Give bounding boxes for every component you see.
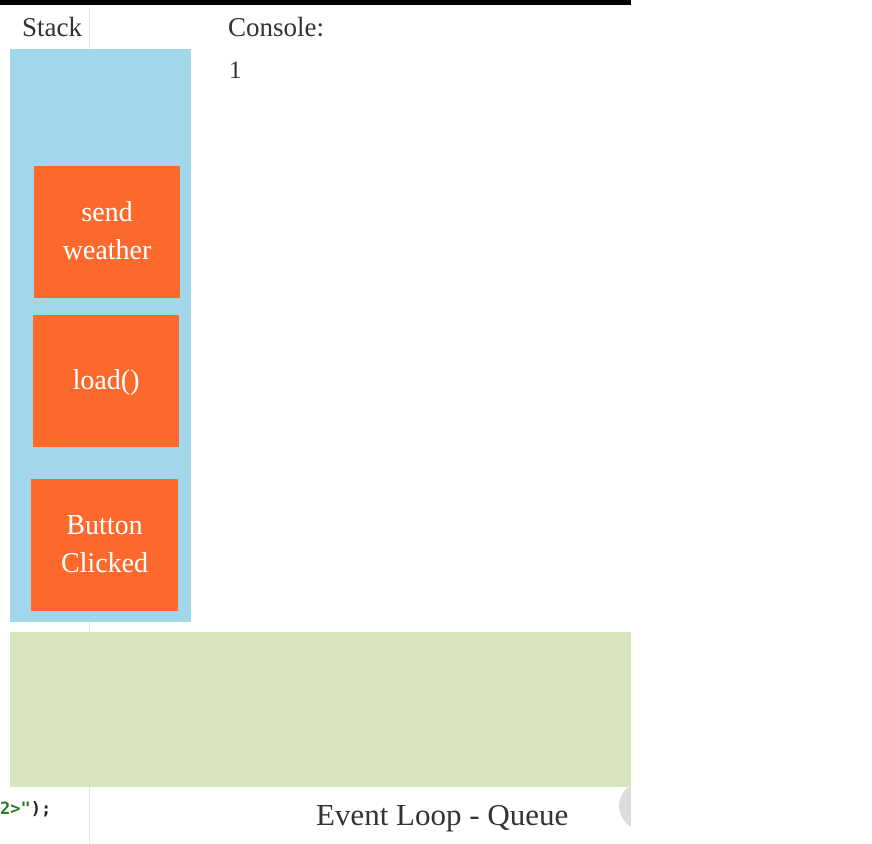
stack-frame-send-weather: send weather [34,166,180,298]
queue-label: Event Loop - Queue [316,797,569,832]
top-border [0,0,631,5]
stack-frame-button-clicked: Button Clicked [31,479,178,611]
partial-circle-button[interactable] [619,780,631,830]
stack-frame-load: load() [33,315,179,447]
code-rest-part: ); [30,799,52,819]
console-output: 1 [229,57,242,84]
console-label: Console: [228,12,325,42]
event-queue-area [10,632,631,787]
stack-label: Stack [22,12,82,42]
code-string-part: 2>" [0,799,31,819]
code-snippet-fragment: 2>"); [0,798,51,820]
